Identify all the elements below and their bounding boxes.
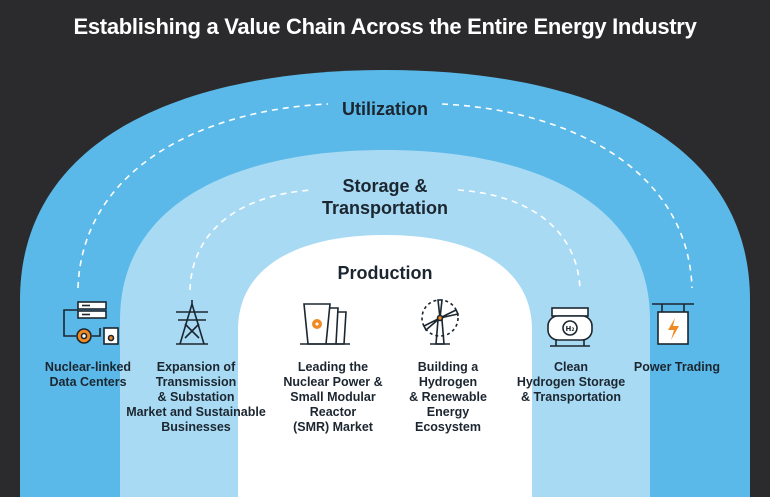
nuclear-plant-icon bbox=[300, 303, 350, 345]
page-title: Establishing a Value Chain Across the En… bbox=[73, 14, 697, 39]
item-nuclear-smr: Leading the Nuclear Power & Small Modula… bbox=[283, 360, 383, 434]
utilization-dash-left bbox=[77, 103, 329, 289]
item-transmission-expansion: Expansion of Transmission & Substation M… bbox=[126, 360, 266, 434]
hydrogen-tank-icon: H₂ bbox=[547, 307, 593, 347]
transmission-tower-icon bbox=[176, 300, 208, 345]
item-hydrogen-storage: Clean Hydrogen Storage & Transportation bbox=[516, 360, 626, 404]
production-ring bbox=[238, 235, 532, 497]
wind-turbine-icon bbox=[421, 299, 460, 345]
storage-dash-left bbox=[189, 189, 313, 291]
data-center-icon bbox=[63, 301, 119, 345]
utilization-dash-right bbox=[441, 103, 693, 289]
item-nuclear-data-centers: Nuclear-linked Data Centers bbox=[44, 360, 132, 389]
item-power-trading: Power Trading bbox=[633, 360, 721, 374]
power-substation-icon bbox=[652, 303, 694, 345]
svg-text:H₂: H₂ bbox=[566, 325, 575, 333]
storage-dash-right bbox=[457, 189, 581, 291]
utilization-label: Utilization bbox=[342, 99, 428, 119]
item-hydrogen-ecosystem: Building a Hydrogen & Renewable Energy E… bbox=[409, 360, 487, 434]
storage-transportation-label: Storage & Transportation bbox=[321, 176, 448, 218]
production-label: Production bbox=[337, 263, 433, 283]
